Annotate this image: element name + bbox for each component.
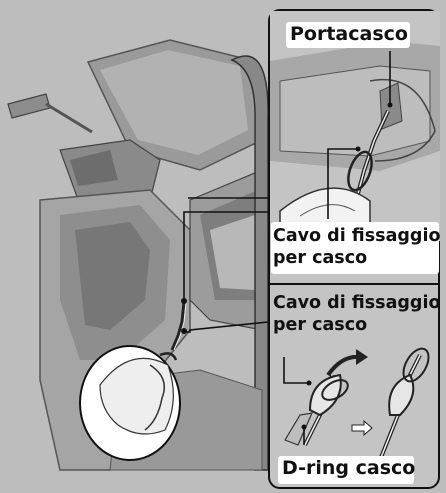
label-helmet-holder: Portacasco [290, 25, 408, 45]
label-securing-cable-mid-line2: per casco [273, 316, 367, 334]
label-securing-cable-top-line2: per casco [273, 249, 367, 267]
label-d-ring: D-ring casco [282, 459, 415, 479]
curved-arrow-icon [328, 349, 368, 375]
panel-divider-1 [268, 283, 440, 285]
arrow-right-icon [352, 421, 372, 435]
helmet-icon [80, 346, 180, 460]
label-securing-cable-mid-line1: Cavo di fissaggio [273, 294, 440, 312]
label-securing-cable-top-line1: Cavo di fissaggio [273, 227, 440, 245]
detail-bottom-illustration [270, 335, 440, 465]
